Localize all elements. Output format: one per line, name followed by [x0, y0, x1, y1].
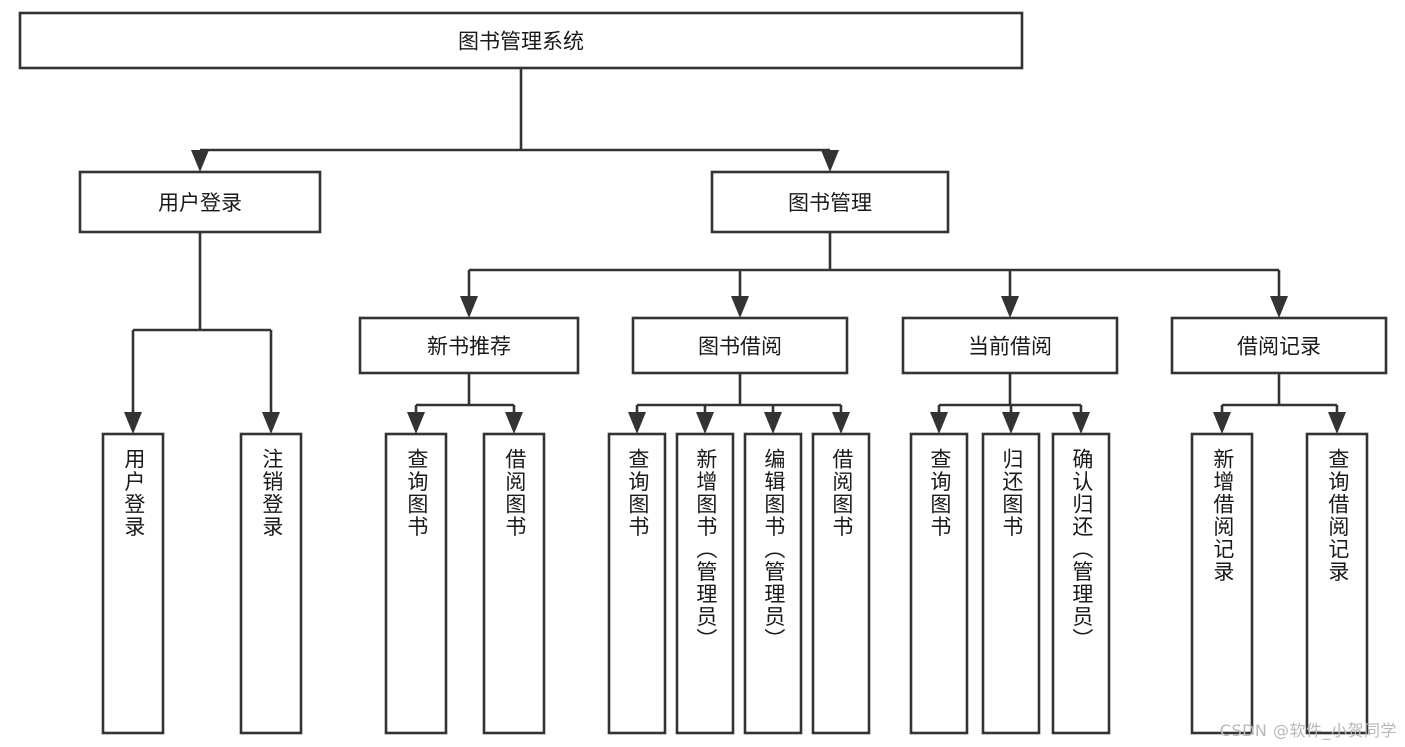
arrow-head-icon	[696, 412, 714, 434]
node-box-br-add-record[interactable]	[1190, 432, 1254, 735]
arrow-head-icon	[832, 412, 850, 434]
node-box-user-login-do[interactable]	[101, 432, 165, 735]
arrow-head-icon	[1001, 296, 1019, 318]
node-box-user-logout[interactable]	[239, 432, 303, 735]
connector-layer	[124, 68, 1346, 434]
node-box-cb-confirm-return[interactable]	[1051, 432, 1111, 735]
arrow-head-icon	[1072, 412, 1090, 434]
node-box-bb-edit-book[interactable]	[743, 432, 803, 735]
node-box-nbr-borrow-book[interactable]	[482, 432, 546, 735]
arrow-head-icon	[460, 296, 478, 318]
arrow-head-icon	[1002, 412, 1020, 434]
node-label-book-borrow: 图书借阅	[698, 335, 782, 359]
node-box-new-book-rec[interactable]	[358, 316, 580, 375]
node-box-borrow-record[interactable]	[1170, 316, 1388, 375]
arrow-head-icon	[1213, 412, 1231, 434]
node-label-new-book-rec: 新书推荐	[427, 335, 511, 359]
csdn-watermark: CSDN @软件_小贺同学	[1219, 721, 1397, 740]
node-box-book-borrow[interactable]	[631, 316, 849, 375]
arrow-head-icon	[764, 412, 782, 434]
arrow-head-icon	[1270, 296, 1288, 318]
arrow-head-icon	[407, 412, 425, 434]
node-box-cb-return-book[interactable]	[981, 432, 1041, 735]
arrow-head-icon	[505, 412, 523, 434]
arrow-head-icon	[731, 296, 749, 318]
node-box-cb-query-book[interactable]	[909, 432, 969, 735]
node-box-root[interactable]	[18, 11, 1024, 70]
box-layer	[18, 11, 1388, 735]
node-box-user-login[interactable]	[78, 170, 322, 234]
arrow-head-icon	[1328, 412, 1346, 434]
arrow-head-icon	[628, 412, 646, 434]
node-label-root: 图书管理系统	[458, 30, 584, 54]
arrow-head-icon	[930, 412, 948, 434]
node-label-user-login: 用户登录	[158, 191, 242, 215]
node-box-nbr-query-book[interactable]	[384, 432, 448, 735]
arrow-head-icon	[821, 150, 839, 172]
arrow-head-icon	[124, 412, 142, 434]
node-box-br-query-record[interactable]	[1305, 432, 1369, 735]
arrow-head-icon	[191, 150, 209, 172]
node-box-bb-add-book[interactable]	[675, 432, 735, 735]
node-box-book-manage[interactable]	[710, 170, 950, 234]
node-label-book-manage: 图书管理	[788, 191, 872, 215]
node-box-bb-query-book[interactable]	[607, 432, 667, 735]
node-label-current-borrow: 当前借阅	[968, 335, 1052, 359]
arrow-head-icon	[262, 412, 280, 434]
node-box-bb-borrow-book[interactable]	[811, 432, 871, 735]
node-label-borrow-record: 借阅记录	[1237, 335, 1321, 359]
node-box-current-borrow[interactable]	[901, 316, 1119, 375]
